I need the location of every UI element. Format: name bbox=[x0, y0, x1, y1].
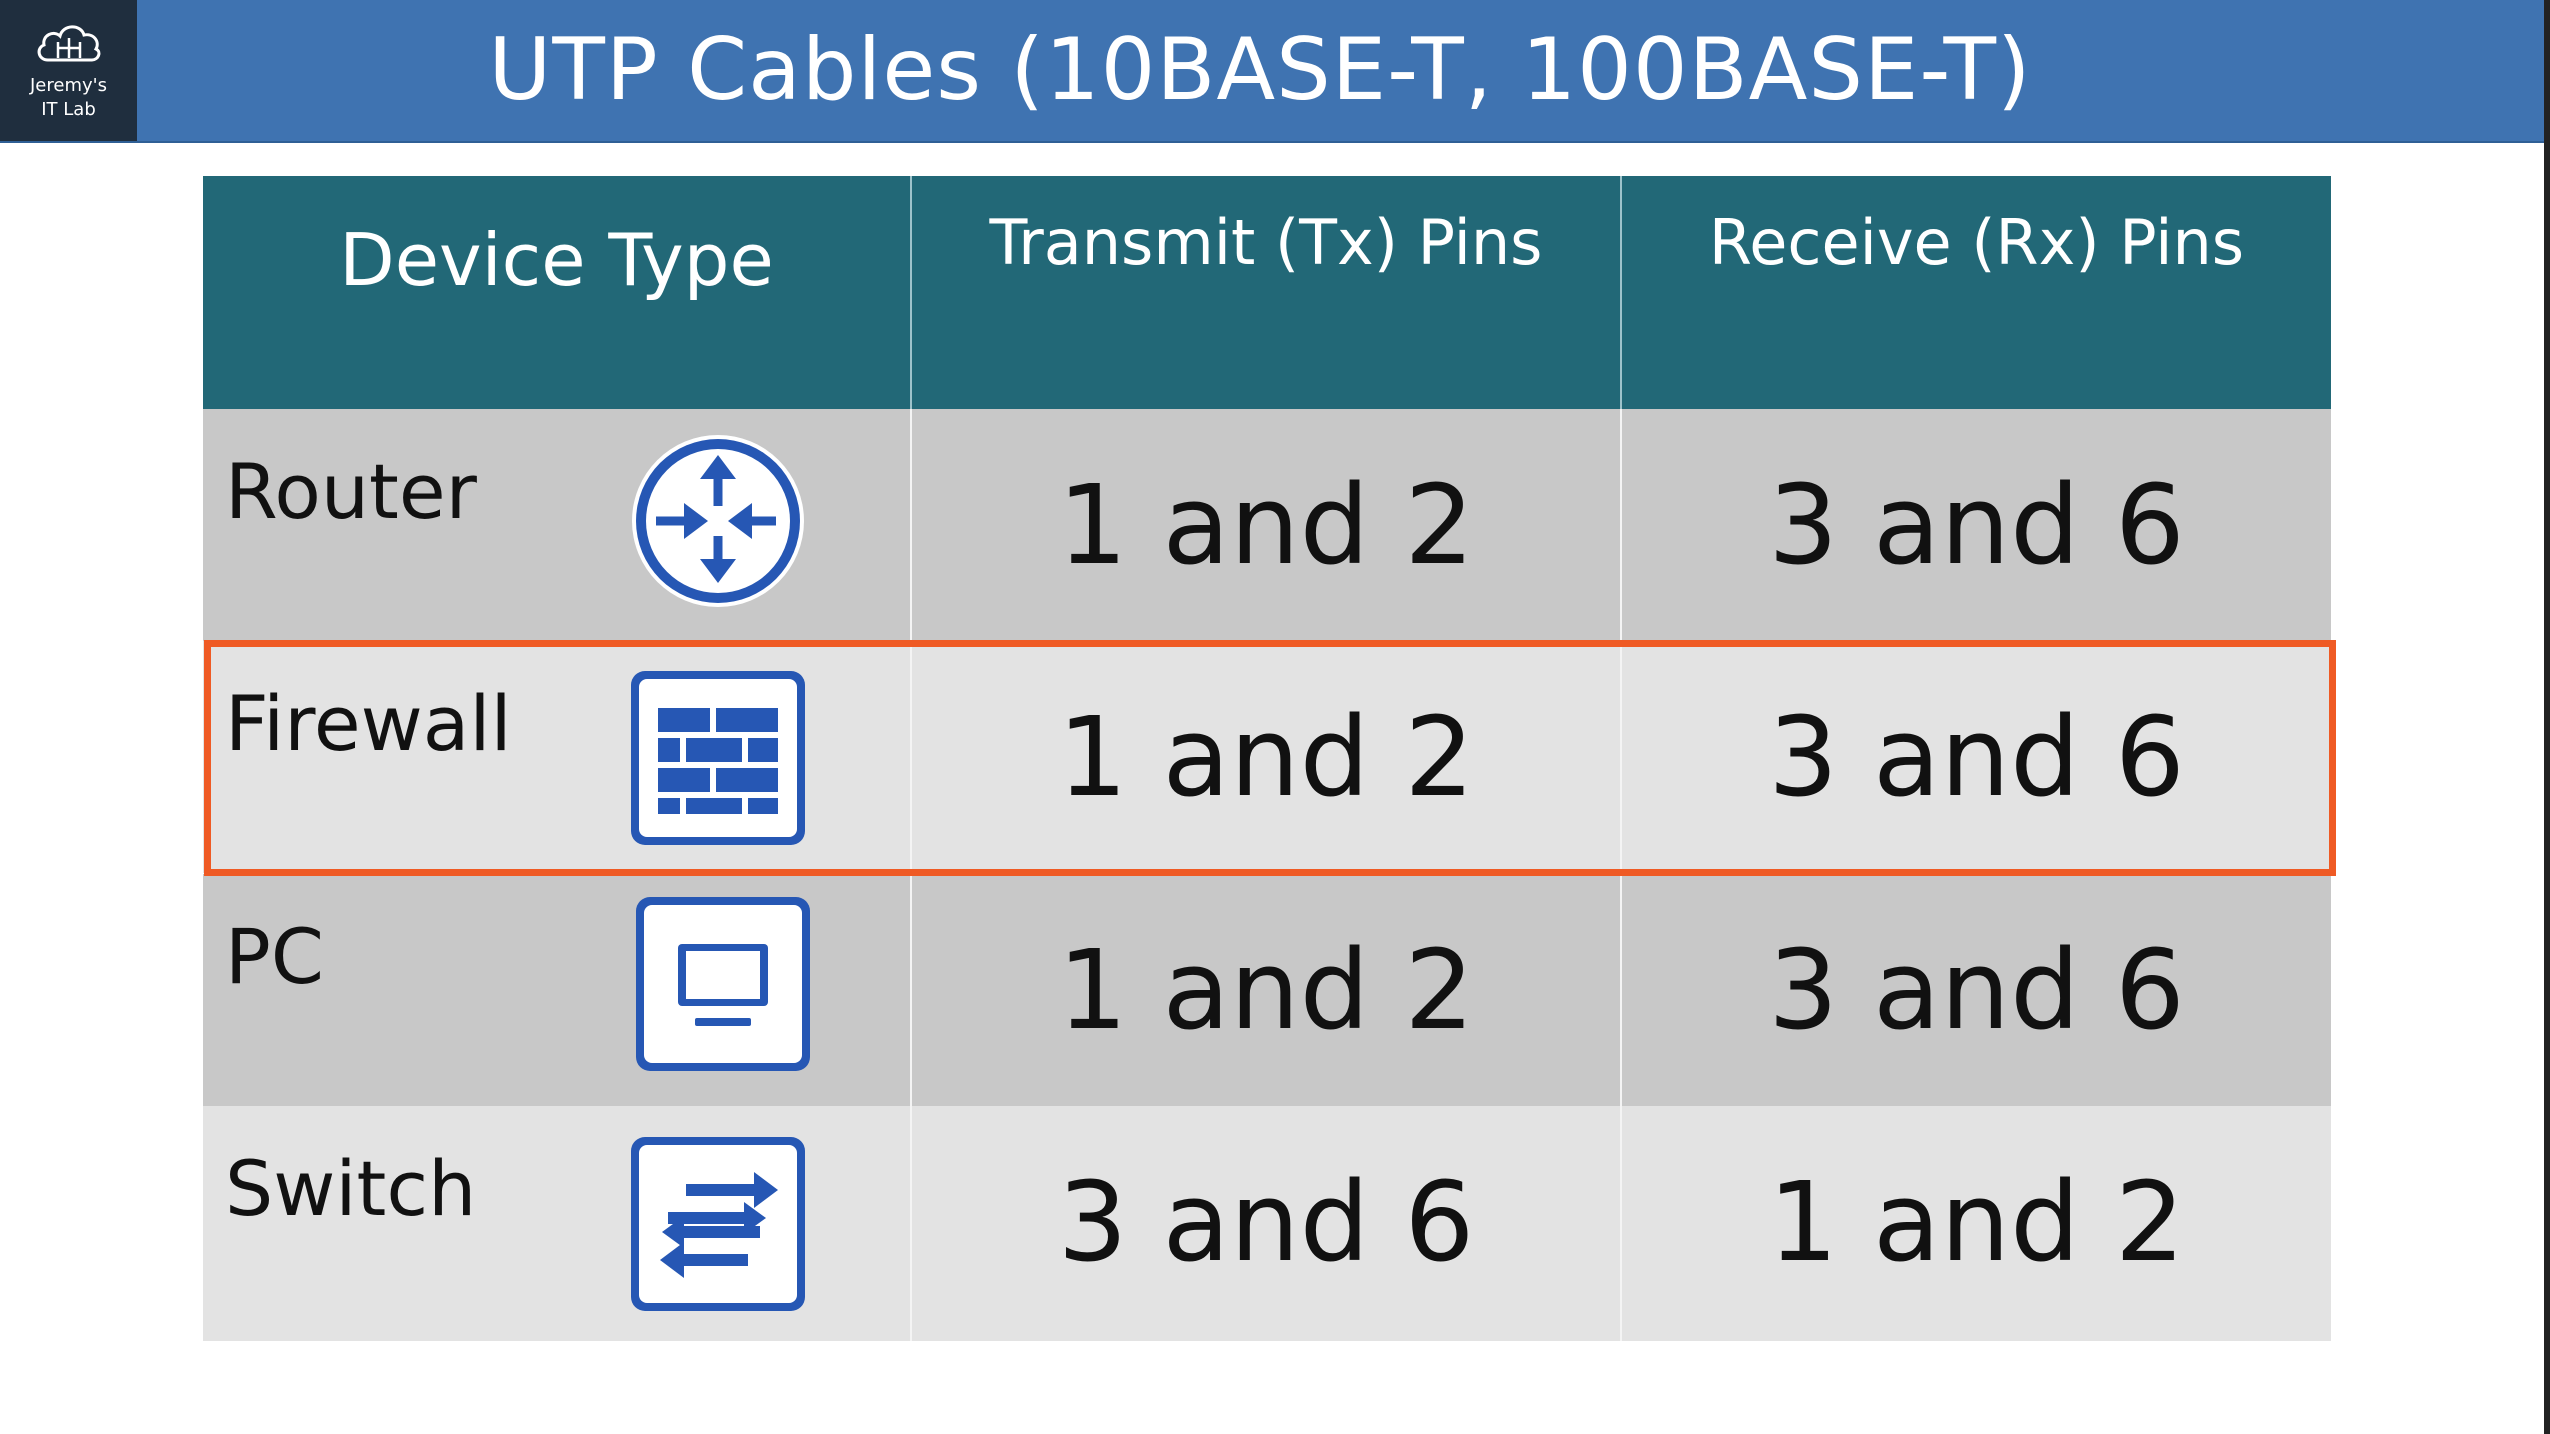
tx-pins: 1 and 2 bbox=[1057, 693, 1475, 821]
firewall-icon bbox=[631, 671, 805, 845]
rx-pins: 1 and 2 bbox=[1768, 1158, 2185, 1286]
logo: Jeremy's IT Lab bbox=[0, 0, 137, 141]
rx-cell: 3 and 6 bbox=[1622, 409, 2331, 641]
slide-title: UTP Cables (10BASE-T, 100BASE-T) bbox=[488, 20, 2032, 120]
device-cell: Firewall bbox=[203, 641, 912, 873]
rx-pins: 3 and 6 bbox=[1768, 693, 2185, 821]
table-row-pc: PC 1 and 2 3 and 6 bbox=[203, 874, 2331, 1106]
tx-pins: 1 and 2 bbox=[1057, 926, 1475, 1054]
device-cell: Switch bbox=[203, 1106, 912, 1341]
logo-line-1: Jeremy's bbox=[30, 75, 107, 96]
device-cell: Router bbox=[203, 409, 912, 641]
header-label: Device Type bbox=[339, 218, 774, 302]
tx-cell: 1 and 2 bbox=[912, 874, 1622, 1106]
tx-pins: 1 and 2 bbox=[1057, 461, 1475, 589]
tx-cell: 3 and 6 bbox=[912, 1106, 1622, 1341]
router-icon bbox=[632, 435, 804, 607]
table-row-switch: Switch 3 and bbox=[203, 1106, 2331, 1341]
switch-icon bbox=[631, 1137, 805, 1311]
header-receive-pins: Receive (Rx) Pins bbox=[1622, 176, 2331, 409]
table-row-firewall: Firewall bbox=[203, 641, 2331, 873]
window-edge bbox=[2544, 0, 2550, 1434]
device-label: Router bbox=[225, 447, 477, 536]
header-device-type: Device Type bbox=[203, 176, 912, 409]
tx-pins: 3 and 6 bbox=[1057, 1158, 1475, 1286]
cloud-logo-icon bbox=[37, 25, 101, 62]
tx-cell: 1 and 2 bbox=[912, 409, 1622, 641]
header-label: Receive (Rx) Pins bbox=[1708, 206, 2245, 279]
device-label: Firewall bbox=[225, 679, 512, 768]
device-cell: PC bbox=[203, 874, 912, 1106]
pinout-table: Device Type Transmit (Tx) Pins Receive (… bbox=[203, 176, 2331, 1341]
table-header-row: Device Type Transmit (Tx) Pins Receive (… bbox=[203, 176, 2331, 409]
table-row-router: Router bbox=[203, 409, 2331, 641]
rx-pins: 3 and 6 bbox=[1768, 926, 2185, 1054]
rx-cell: 3 and 6 bbox=[1622, 641, 2331, 873]
rx-cell: 3 and 6 bbox=[1622, 874, 2331, 1106]
rx-cell: 1 and 2 bbox=[1622, 1106, 2331, 1341]
device-label: PC bbox=[225, 912, 324, 1001]
pc-icon bbox=[636, 897, 810, 1071]
title-bar: Jeremy's IT Lab UTP Cables (10BASE-T, 10… bbox=[0, 0, 2550, 143]
tx-cell: 1 and 2 bbox=[912, 641, 1622, 873]
device-label: Switch bbox=[225, 1144, 477, 1233]
header-transmit-pins: Transmit (Tx) Pins bbox=[912, 176, 1622, 409]
rx-pins: 3 and 6 bbox=[1768, 461, 2185, 589]
header-label: Transmit (Tx) Pins bbox=[989, 206, 1543, 279]
logo-line-2: IT Lab bbox=[41, 99, 96, 120]
